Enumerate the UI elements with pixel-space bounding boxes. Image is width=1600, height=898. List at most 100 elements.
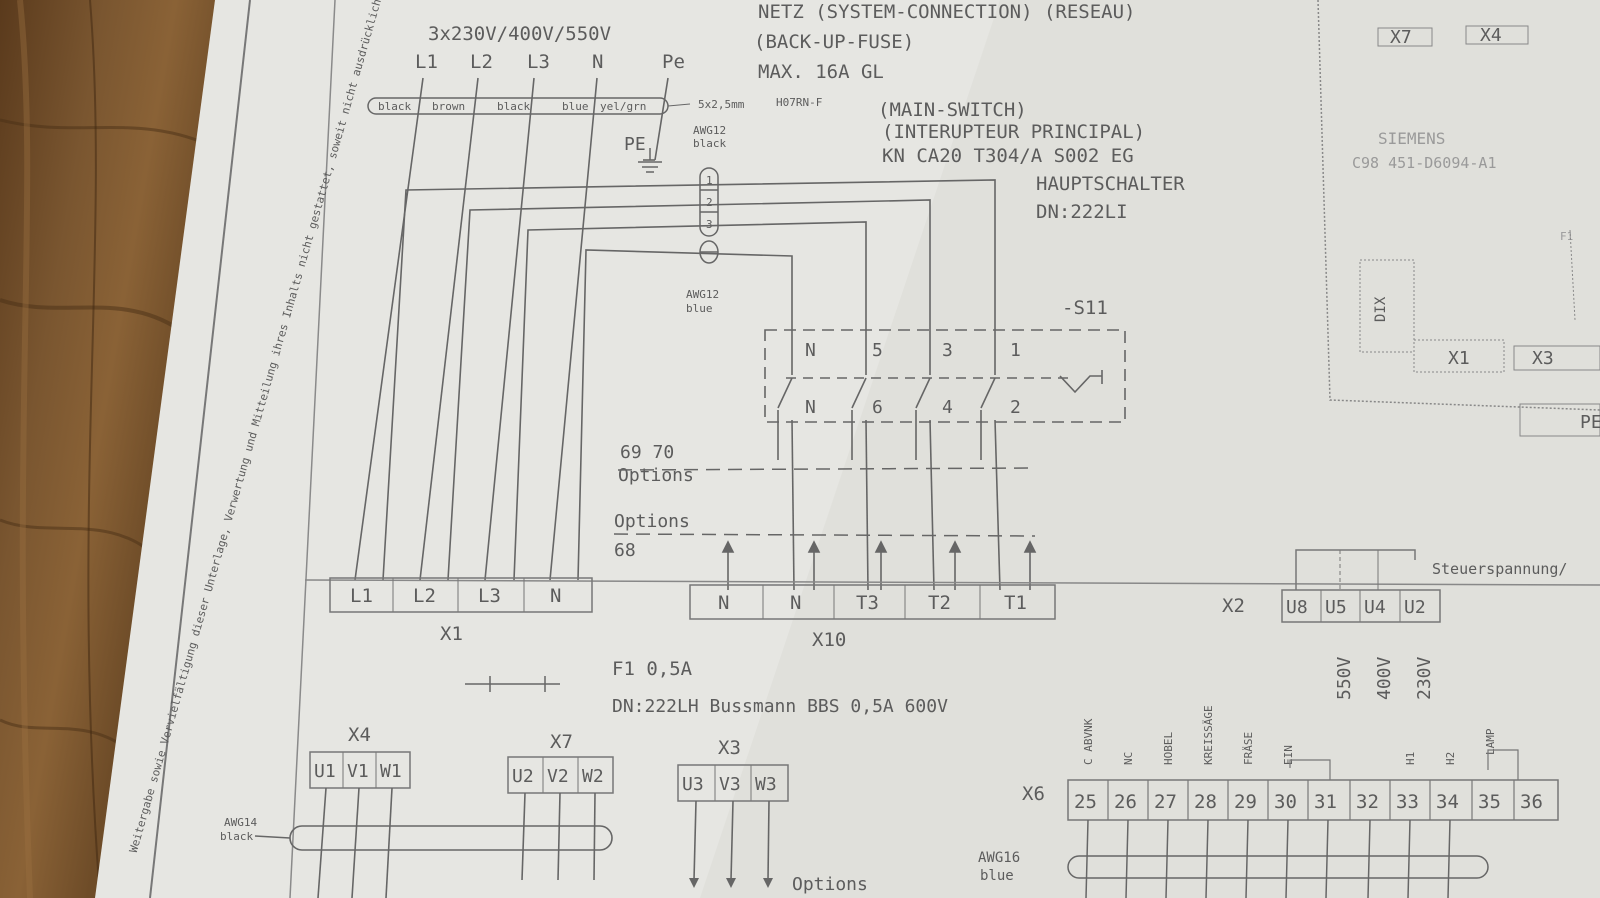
contact-bottom-6: 6 [872, 397, 883, 418]
siemens-brand: SIEMENS [1378, 129, 1445, 148]
contact-top-1: 1 [1010, 340, 1021, 361]
frame-border-inner [289, 0, 336, 898]
contact-bottom-2: 2 [1010, 397, 1021, 418]
control-voltage-label: Steuerspannung/ [1432, 560, 1567, 578]
x4-terminal-w1: W1 [380, 761, 402, 782]
options-line-1 [617, 467, 1036, 471]
x6-terminal-29: 29 [1234, 791, 1257, 813]
x3-name: X3 [718, 737, 741, 759]
terminal-block-x4: U1 V1 W1 [309, 751, 411, 789]
frame-border-left [149, 0, 251, 898]
siemens-module: X7 X4 SIEMENS C98 451-D6094-A1 F1 DIX X1… [1317, 0, 1600, 437]
options-line-2 [613, 533, 1036, 537]
main-switch-line5: DN:222LI [1036, 201, 1128, 223]
x10-name: X10 [812, 629, 846, 651]
terminal-block-x3: U3 V3 W3 [677, 764, 789, 802]
line-l2: L2 [470, 51, 493, 73]
x6-terminal-36: 36 [1520, 791, 1543, 813]
x4-terminal-v1: V1 [347, 761, 369, 782]
cable-leader [667, 103, 691, 107]
cable-color-5: yel/grn [600, 100, 646, 113]
x1-terminal-l1: L1 [350, 585, 373, 607]
options-label-2: Options [614, 511, 690, 532]
marker-3: 3 [706, 218, 713, 231]
contact-top-5: 5 [872, 340, 883, 361]
x6-terminal-31: 31 [1314, 791, 1337, 813]
contact-top-3: 3 [942, 340, 953, 361]
wire-marker-stack [699, 167, 719, 264]
main-switch-line3: KN CA20 T304/A S002 EG [882, 145, 1134, 167]
x6-label-h1: H1 [1404, 752, 1417, 765]
switch-ref: -S11 [1062, 297, 1108, 319]
cable-color-3: black [497, 100, 530, 113]
x6-terminal-33: 33 [1396, 791, 1419, 813]
x3-terminal-v3: V3 [719, 774, 741, 795]
x10-terminal-t2: T2 [928, 592, 951, 614]
x2-terminal-u5: U5 [1325, 597, 1347, 618]
x1-name: X1 [440, 623, 463, 645]
terminal-block-x7: U2 V2 W2 [507, 756, 614, 794]
x6-label-brackets [1289, 749, 1519, 780]
ground-icon [638, 148, 662, 173]
x7-terminal-u2: U2 [512, 766, 534, 787]
x10-terminal-n2: N [790, 592, 801, 614]
x10-terminal-t3: T3 [856, 592, 879, 614]
x6-label-h2: H2 [1444, 752, 1457, 765]
terminal-block-x1: L1 L2 L3 N X1 [329, 577, 593, 645]
options-label-1: Options [618, 465, 694, 486]
x6-label-kreissaege: KREISSÄGE [1202, 705, 1215, 765]
voltage-230: 230V [1414, 656, 1435, 700]
siemens-pe: PE [1580, 412, 1600, 433]
x3-terminal-u3: U3 [682, 774, 704, 795]
pe-label: PE [624, 134, 646, 155]
contact-bottom-4: 4 [942, 397, 953, 418]
options-arrows-bottom [689, 878, 773, 888]
x4-name: X4 [348, 724, 371, 746]
cable-color-1: black [378, 100, 411, 113]
main-switch-line2: (INTERUPTEUR PRINCIPAL) [882, 121, 1145, 143]
awg16-color: blue [980, 868, 1014, 884]
cable-type: H07RN-F [776, 96, 822, 109]
contact-top-n: N [805, 340, 816, 361]
cable-spec: 5x2,5mm [698, 98, 745, 111]
x6-terminal-35: 35 [1478, 791, 1501, 813]
line-pe: Pe [662, 51, 685, 73]
x7-name: X7 [550, 731, 573, 753]
x6-label-fraese: FRÄSE [1242, 732, 1255, 765]
x2-terminal-u2: U2 [1404, 597, 1426, 618]
x4-terminal-u1: U1 [314, 761, 336, 782]
voltage-400: 400V [1374, 656, 1395, 700]
options-label-3: Options [792, 874, 868, 895]
line-n: N [592, 51, 603, 73]
network-line3: MAX. 16A GL [758, 61, 884, 83]
switch-contacts [777, 340, 1103, 409]
terminal-block-x6: 25 26 27 28 29 30 31 32 33 34 35 36 [1067, 779, 1559, 821]
x10-terminal-t1: T1 [1004, 592, 1027, 614]
switch-outputs [777, 410, 1001, 591]
x1-terminal-l2: L2 [413, 585, 436, 607]
main-switch-box [764, 329, 1126, 423]
awg12-top: AWG12 [693, 124, 726, 137]
siemens-x4: X4 [1480, 25, 1502, 46]
cable-color-2: brown [432, 100, 465, 113]
x2-terminal-u4: U4 [1364, 597, 1386, 618]
x2-name: X2 [1222, 595, 1245, 617]
terminal-block-x10: N N T3 T2 T1 X10 [689, 584, 1056, 651]
x6-terminal-32: 32 [1356, 791, 1379, 813]
network-line2: (BACK-UP-FUSE) [754, 31, 914, 53]
board-edge-top [304, 579, 1600, 586]
x6-terminal-26: 26 [1114, 791, 1137, 813]
marker-2: 2 [706, 196, 713, 209]
fuse-symbol [465, 676, 560, 692]
siemens-x1: X1 [1448, 348, 1470, 369]
x1-terminal-l3: L3 [478, 585, 501, 607]
voltage-550: 550V [1334, 656, 1355, 700]
x6-label-abvnk: C ABVNK [1082, 718, 1095, 765]
x6-terminal-27: 27 [1154, 791, 1177, 813]
marker-1: 1 [706, 174, 713, 187]
siemens-part: C98 451-D6094-A1 [1352, 154, 1497, 172]
awg14-color: black [220, 830, 253, 843]
